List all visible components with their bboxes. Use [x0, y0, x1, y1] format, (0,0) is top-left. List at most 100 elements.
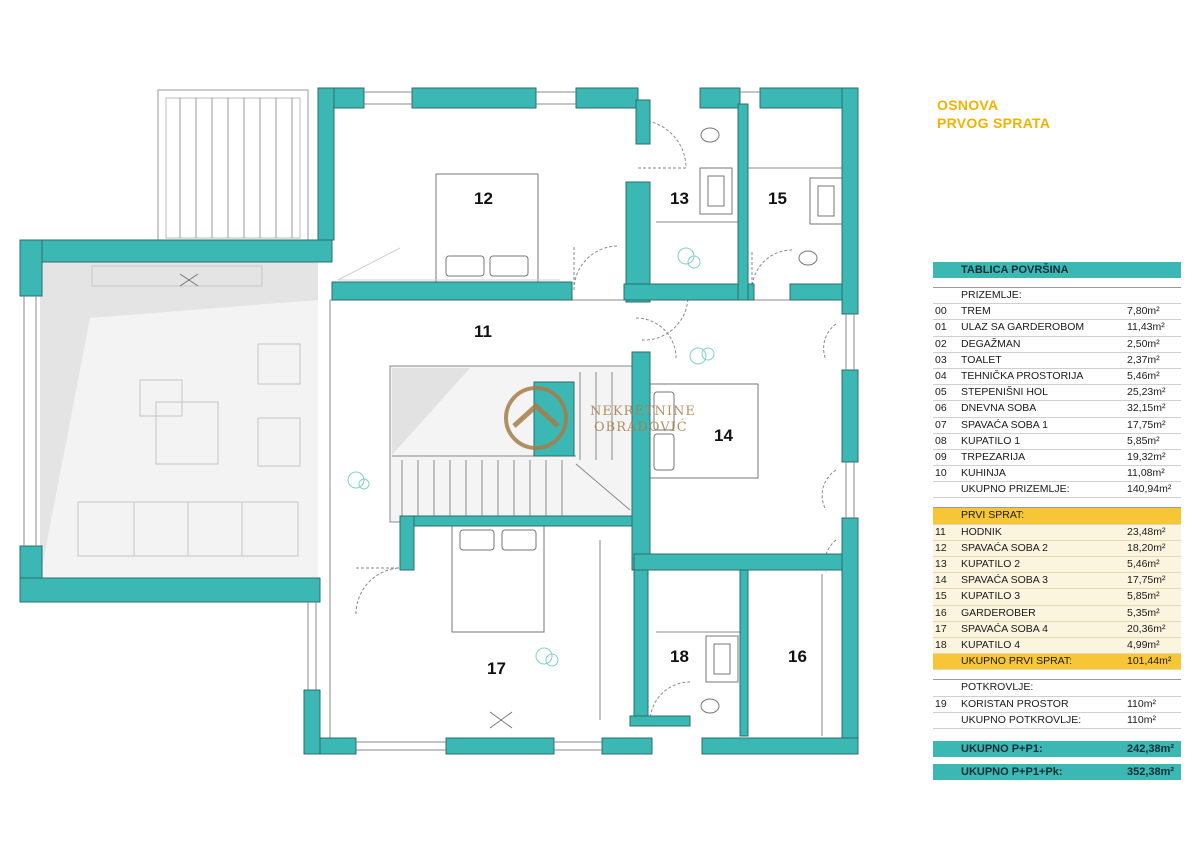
ground-floor-num: 07 [935, 418, 947, 431]
attic-title: POTKROVLJE: [933, 679, 1181, 697]
first-floor-title: PRVI SPRAT: [933, 507, 1181, 525]
ground-floor-area: 5,46m² [1127, 369, 1160, 382]
watermark-logo: NEKRETNINE OBRADOVIĆ [504, 386, 696, 450]
ground-floor-num: 06 [935, 402, 947, 415]
first-floor-name: SPAVAĆA SOBA 3 [961, 574, 1048, 587]
ground-floor-area: 17,75m² [1127, 418, 1166, 431]
ground-floor-total: UKUPNO PRIZEMLJE:140,94m² [933, 482, 1181, 499]
total-p-p1-pk: UKUPNO P+P1+Pk: 352,38m² [933, 763, 1181, 780]
ground-floor-name: TREM [961, 305, 991, 318]
ground-floor-num: 10 [935, 467, 947, 480]
first-floor-row: 13 KUPATILO 2 5,46m² [933, 557, 1181, 574]
table-header: TABLICA POVRŠINA [933, 262, 1181, 278]
attic-row: 19 KORISTAN PROSTOR 110m² [933, 697, 1181, 713]
first-floor-area: 17,75m² [1127, 574, 1166, 587]
first-floor-num: 14 [935, 574, 947, 587]
plan-title-line-2: PRVOG SPRATA [937, 115, 1051, 131]
first-floor-area: 5,85m² [1127, 590, 1160, 603]
ground-floor-num: 05 [935, 386, 947, 399]
room-label-16: 16 [788, 647, 807, 666]
first-floor-name: KUPATILO 3 [961, 590, 1021, 603]
first-floor-num: 16 [935, 606, 947, 619]
floor-plan: 12 11 13 15 14 17 18 16 NEKRETNINE OBRAD… [19, 87, 859, 755]
windows [23, 91, 855, 751]
ground-floor-num: 00 [935, 305, 947, 318]
ground-floor-name: TRPEZARIJA [961, 450, 1026, 463]
ground-floor-name: KUPATILO 1 [961, 434, 1021, 447]
total-p-p1: UKUPNO P+P1: 242,38m² [933, 740, 1181, 757]
attic-name: KORISTAN PROSTOR [961, 697, 1069, 710]
ground-floor-area: 2,37m² [1127, 353, 1160, 366]
plants [347, 247, 715, 667]
first-floor-name: SPAVAĆA SOBA 4 [961, 622, 1048, 635]
first-floor-name: KUPATILO 2 [961, 558, 1021, 570]
room-label-18: 18 [670, 647, 689, 666]
room-label-11: 11 [474, 322, 492, 341]
first-floor-name: KUPATILO 4 [961, 638, 1021, 651]
first-floor-row: 16 GARDEROBER 5,35m² [933, 605, 1181, 622]
first-floor-area: 20,36m² [1127, 622, 1166, 635]
ground-floor-name: TOALET [961, 353, 1002, 366]
ground-floor-row: 05 STEPENIŠNI HOL 25,23m² [933, 385, 1181, 402]
watermark-line-1: NEKRETNINE [590, 404, 696, 419]
stairwell [389, 365, 637, 523]
watermark-line-2: OBRADOVIĆ [594, 418, 688, 435]
first-floor-area: 5,35m² [1127, 606, 1160, 619]
ground-floor-name: DNEVNA SOBA [961, 402, 1037, 415]
first-floor-name: GARDEROBER [961, 606, 1036, 619]
ground-floor-area: 32,15m² [1127, 402, 1166, 415]
room-label-15: 15 [768, 189, 787, 208]
ground-floor-area: 11,43m² [1127, 321, 1165, 334]
first-floor-area: 5,46m² [1127, 558, 1160, 570]
ground-floor-area: 2,50m² [1127, 337, 1160, 350]
pergola [157, 89, 309, 241]
first-floor-name: SPAVAĆA SOBA 2 [961, 541, 1048, 554]
ground-floor-num: 02 [935, 337, 947, 350]
first-floor-num: 11 [935, 525, 946, 538]
open-space [40, 262, 318, 578]
ground-floor-title: PRIZEMLJE: [933, 287, 1181, 305]
room-label-13: 13 [670, 189, 689, 208]
ground-floor-name: DEGAŽMAN [961, 337, 1021, 350]
first-floor-total: UKUPNO PRVI SPRAT:101,44m² [933, 654, 1181, 671]
ground-floor-row: 04 TEHNIČKA PROSTORIJA 5,46m² [933, 369, 1181, 386]
first-floor-num: 13 [935, 558, 947, 570]
ground-floor-name: SPAVAĆA SOBA 1 [961, 418, 1048, 431]
attic-num: 19 [935, 697, 947, 710]
first-floor-row: 18 KUPATILO 4 4,99m² [933, 637, 1181, 655]
walls [19, 87, 859, 755]
first-floor-row: 17 SPAVAĆA SOBA 4 20,36m² [933, 621, 1181, 638]
ground-floor-area: 25,23m² [1127, 386, 1166, 399]
ground-floor-num: 08 [935, 434, 947, 447]
first-floor-num: 12 [935, 541, 947, 554]
ground-floor-name: TEHNIČKA PROSTORIJA [961, 369, 1084, 382]
room-label-17: 17 [487, 659, 506, 678]
ground-floor-row: 06 DNEVNA SOBA 32,15m² [933, 401, 1181, 418]
ground-floor-row: 07 SPAVAĆA SOBA 1 17,75m² [933, 418, 1181, 434]
first-floor-num: 17 [935, 622, 947, 635]
ground-floor-row: 08 KUPATILO 1 5,85m² [933, 434, 1181, 450]
ground-floor-area: 5,85m² [1127, 434, 1160, 447]
room-labels: 12 11 13 15 14 17 18 16 [470, 183, 807, 678]
ground-floor-row: 02 DEGAŽMAN 2,50m² [933, 337, 1181, 353]
ground-floor-name: STEPENIŠNI HOL [961, 386, 1048, 399]
attic-area: 110m² [1127, 697, 1156, 710]
first-floor-area: 4,99m² [1127, 638, 1160, 651]
first-floor-area: 23,48m² [1127, 525, 1166, 538]
ground-floor-area: 11,08m² [1127, 467, 1165, 480]
ground-floor-num: 01 [935, 321, 947, 334]
room-label-14: 14 [714, 426, 733, 445]
first-floor-num: 18 [935, 638, 947, 651]
ground-floor-num: 04 [935, 369, 947, 382]
ground-floor-area: 19,32m² [1127, 450, 1166, 463]
